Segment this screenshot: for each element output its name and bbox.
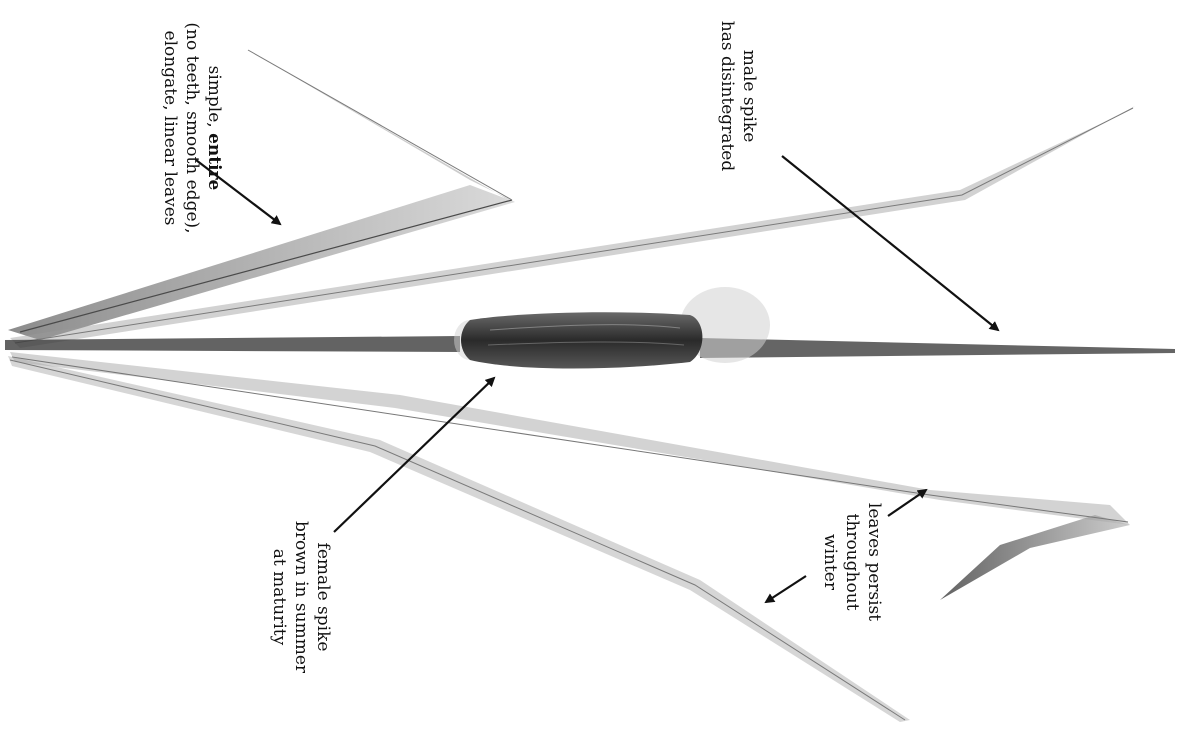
label-leaf-line2: (no teeth, smooth edge),: [181, 22, 203, 233]
label-leaf-line1-text: simple,: [204, 66, 224, 133]
leaf-upper-folded: [8, 48, 515, 340]
label-female-line2: brown in summer: [290, 521, 312, 673]
arrow-persist-down: [766, 576, 806, 602]
label-persist-line3: winter: [819, 503, 841, 621]
label-female-line1: female spike: [312, 521, 334, 673]
label-leaves-persist: leaves persist throughout winter: [819, 503, 885, 621]
label-male-line1: male spike: [738, 21, 760, 171]
label-female-line3: at maturity: [268, 521, 290, 673]
label-persist-line1: leaves persist: [863, 503, 885, 621]
label-leaf-line1: simple, entire: [203, 22, 225, 233]
arrow-male-spike: [782, 156, 998, 330]
label-leaf-entire: entire: [204, 133, 224, 190]
label-leaf-line3: elongate, linear leaves: [159, 22, 181, 233]
label-female-spike: female spike brown in summer at maturity: [268, 521, 334, 673]
label-persist-line2: throughout: [841, 503, 863, 621]
label-leaf-description: simple, entire (no teeth, smooth edge), …: [159, 22, 225, 233]
label-male-line2: has disintegrated: [716, 21, 738, 171]
leaf-lower-folded: [10, 352, 1130, 600]
label-male-spike: male spike has disintegrated: [716, 21, 760, 171]
female-spike: [454, 287, 770, 369]
